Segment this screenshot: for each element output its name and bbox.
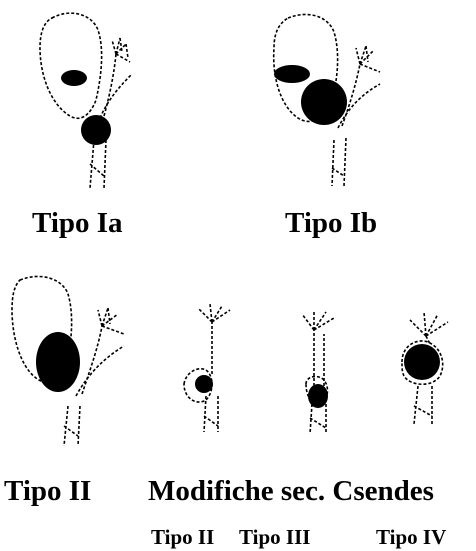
- hepatic-ducts: [82, 308, 124, 394]
- common-bile-duct: [204, 396, 218, 432]
- stone-large: [81, 115, 111, 145]
- stone: [195, 375, 213, 393]
- diagram-tipo-ii: [6, 270, 146, 450]
- common-bile-duct: [332, 138, 346, 186]
- label-tipo-ii: Tipo II: [4, 475, 91, 508]
- diagram-modifiche-tipo-iv: [384, 300, 470, 430]
- label-sub-tipo-iii: Tipo III: [239, 525, 310, 550]
- label-sub-tipo-ii: Tipo II: [151, 525, 214, 550]
- label-modifiche-title: Modifiche sec. Csendes: [148, 475, 434, 508]
- common-bile-duct: [310, 404, 326, 434]
- diagram-tipo-ib: [262, 8, 412, 188]
- diagram-modifiche-tipo-iii: [284, 300, 354, 442]
- diagram-tipo-ia: [30, 4, 170, 194]
- diagram-modifiche-tipo-ii: [172, 296, 244, 438]
- common-bile-duct: [90, 140, 106, 188]
- hepatic-ducts: [342, 46, 380, 126]
- stone: [308, 384, 328, 408]
- common-bile-duct: [414, 386, 432, 424]
- gallbladder-outline: [40, 13, 102, 118]
- hepatic-ducts: [198, 304, 230, 374]
- hepatic-ducts: [410, 312, 448, 344]
- stone-small-cluster: [274, 65, 310, 83]
- stone: [404, 344, 440, 380]
- stone-small-cluster: [61, 70, 87, 86]
- label-tipo-ia: Tipo Ia: [32, 207, 123, 240]
- stone-cluster: [36, 332, 80, 392]
- label-tipo-ib: Tipo Ib: [285, 207, 377, 240]
- stone-large: [301, 79, 347, 125]
- label-sub-tipo-iv: Tipo IV: [376, 525, 446, 550]
- common-bile-duct: [64, 406, 80, 446]
